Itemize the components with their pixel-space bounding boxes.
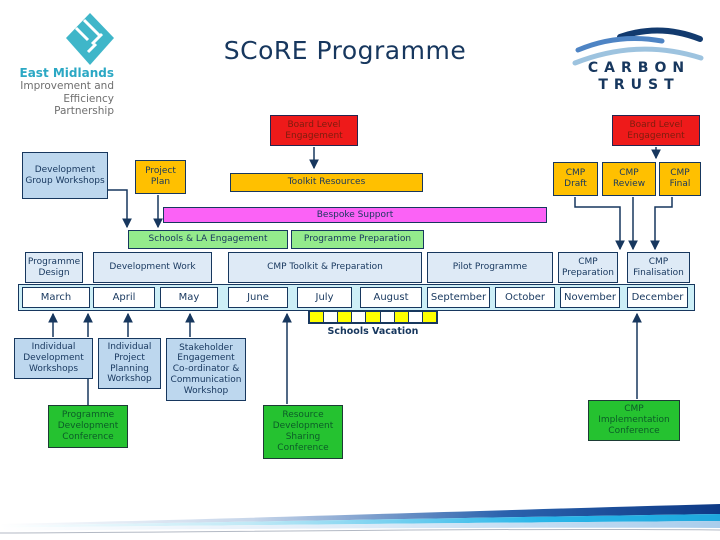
bespoke-support-label: Bespoke Support	[316, 209, 394, 220]
project-plan-box: Project Plan	[135, 160, 186, 194]
cmp-draft-box: CMP Draft	[553, 162, 598, 196]
phase-label: CMP Preparation	[562, 256, 614, 278]
individual-development-workshops-label: Individual Development Workshops	[23, 342, 84, 374]
month-label: August	[373, 291, 409, 303]
month-september: September	[427, 287, 490, 308]
month-label: October	[504, 291, 546, 303]
resource-development-sharing-conference-label: Resource Development Sharing Conference	[272, 410, 334, 453]
month-label: November	[563, 291, 617, 303]
carbon-trust-logo-text: CARBON TRUST	[568, 60, 704, 93]
vacation-segment	[422, 312, 436, 322]
bespoke-support-bar: Bespoke Support	[163, 207, 547, 223]
month-april: April	[93, 287, 155, 308]
month-july: July	[297, 287, 352, 308]
development-group-workshops-box: Development Group Workshops	[22, 152, 108, 199]
vacation-segment	[394, 312, 409, 322]
phase-label: Programme Design	[27, 256, 81, 278]
schools-la-engagement-label: Schools & LA Engagement	[148, 234, 268, 245]
phase-label: CMP Toolkit & Preparation	[267, 262, 383, 273]
vacation-segment	[324, 312, 339, 322]
cmp-final-label: CMP Final	[669, 168, 691, 189]
programme-preparation-box: Programme Preparation	[291, 230, 424, 249]
month-label: December	[631, 291, 684, 303]
stakeholder-engagement-workshop-box: Stakeholder Engagement Co-ordinator & Co…	[166, 338, 246, 401]
footer-swoosh-decoration	[0, 504, 720, 534]
toolkit-resources-label: Toolkit Resources	[287, 177, 366, 188]
schools-vacation-label: Schools Vacation	[327, 326, 419, 337]
vacation-segment	[352, 312, 367, 322]
east-midlands-name: East Midlands	[19, 66, 114, 80]
individual-development-workshops-box: Individual Development Workshops	[14, 338, 93, 379]
phase-cmp-preparation: CMP Preparation	[558, 252, 618, 283]
carbon-trust-word1: CARBON	[587, 60, 691, 76]
resource-development-sharing-conference-box: Resource Development Sharing Conference	[263, 405, 343, 459]
phase-cmp-toolkit-preparation: CMP Toolkit & Preparation	[228, 252, 422, 283]
cmp-final-box: CMP Final	[659, 162, 701, 196]
phase-programme-design: Programme Design	[25, 252, 83, 283]
board-level-engagement-right-label: Board Level Engagement	[627, 119, 685, 141]
phase-pilot-programme: Pilot Programme	[427, 252, 553, 283]
east-midlands-logo-icon	[66, 13, 114, 65]
cmp-review-box: CMP Review	[602, 162, 656, 196]
project-plan-label: Project Plan	[145, 166, 176, 187]
cmp-draft-label: CMP Draft	[564, 168, 587, 189]
month-march: March	[22, 287, 90, 308]
phase-label: Pilot Programme	[452, 262, 528, 273]
development-group-workshops-label: Development Group Workshops	[25, 164, 105, 186]
month-label: July	[315, 291, 334, 303]
east-midlands-sub1: Improvement and	[20, 80, 114, 93]
month-june: June	[228, 287, 288, 308]
schools-la-engagement-box: Schools & LA Engagement	[128, 230, 288, 249]
stakeholder-engagement-workshop-label: Stakeholder Engagement Co-ordinator & Co…	[170, 342, 242, 396]
board-level-engagement-left-box: Board Level Engagement	[270, 115, 358, 146]
vacation-segment	[338, 312, 353, 322]
month-may: May	[160, 287, 218, 308]
programme-development-conference-label: Programme Development Conference	[57, 410, 119, 442]
phase-cmp-finalisation: CMP Finalisation	[627, 252, 690, 283]
page-title: SCoRE Programme	[223, 36, 467, 65]
programme-preparation-label: Programme Preparation	[303, 234, 412, 245]
board-level-engagement-right-box: Board Level Engagement	[612, 115, 700, 146]
east-midlands-logo-text: East Midlands Improvement and Efficiency…	[8, 66, 114, 117]
schools-vacation-strip	[308, 310, 438, 324]
vacation-segment	[366, 312, 381, 322]
month-label: September	[430, 291, 487, 303]
month-label: March	[40, 291, 72, 303]
phase-development-work: Development Work	[93, 252, 212, 283]
board-level-engagement-left-label: Board Level Engagement	[285, 119, 343, 141]
month-label: April	[112, 291, 136, 303]
cmp-review-label: CMP Review	[612, 168, 646, 189]
month-november: November	[560, 287, 620, 308]
individual-project-planning-workshop-box: Individual Project Planning Workshop	[98, 338, 161, 389]
month-december: December	[627, 287, 688, 308]
month-october: October	[495, 287, 555, 308]
programme-development-conference-box: Programme Development Conference	[48, 405, 128, 448]
phase-label: CMP Finalisation	[633, 256, 684, 278]
phase-label: Development Work	[109, 262, 196, 273]
vacation-segment	[408, 312, 423, 322]
east-midlands-sub2: Efficiency Partnership	[54, 92, 114, 117]
month-label: June	[247, 291, 269, 303]
toolkit-resources-box: Toolkit Resources	[230, 173, 423, 192]
vacation-segment	[380, 312, 395, 322]
cmp-implementation-conference-label: CMP Implementation Conference	[598, 404, 670, 436]
carbon-trust-word2: TRUST	[598, 77, 680, 93]
month-august: August	[360, 287, 422, 308]
cmp-implementation-conference-box: CMP Implementation Conference	[588, 400, 680, 441]
month-label: May	[178, 291, 200, 303]
carbon-trust-logo-icon	[572, 27, 704, 66]
vacation-segment	[310, 312, 325, 322]
individual-project-planning-workshop-label: Individual Project Planning Workshop	[107, 341, 152, 385]
